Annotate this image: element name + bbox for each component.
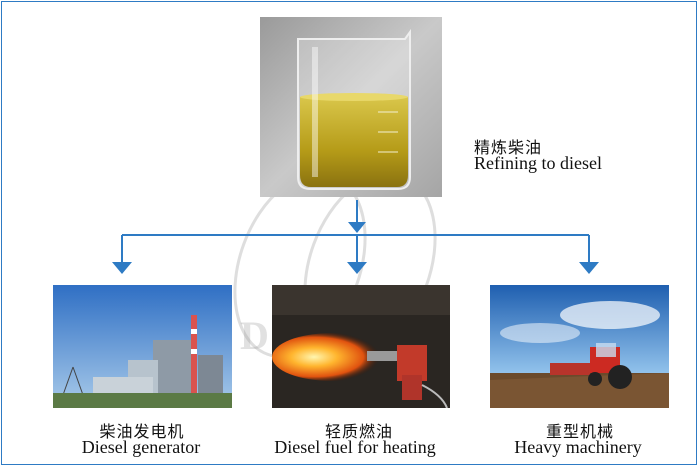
machinery-label-en: Heavy machinery <box>514 437 642 457</box>
diesel-beaker-photo <box>260 17 442 197</box>
top-label-en: Refining to diesel <box>474 153 602 173</box>
heavy-machinery-photo <box>490 285 669 408</box>
generator-label-en: Diesel generator <box>81 437 201 457</box>
heating-label-zh: 轻质燃油 <box>324 422 394 441</box>
generator-label-zh: 柴油发电机 <box>99 422 185 441</box>
machinery-label-zh: 重型机械 <box>545 422 615 441</box>
diesel-generator-photo <box>53 285 232 408</box>
heating-label-en: Diesel fuel for heating <box>274 437 436 457</box>
top-label-zh: 精炼柴油 <box>474 138 543 157</box>
heating-fuel-photo <box>272 285 450 408</box>
